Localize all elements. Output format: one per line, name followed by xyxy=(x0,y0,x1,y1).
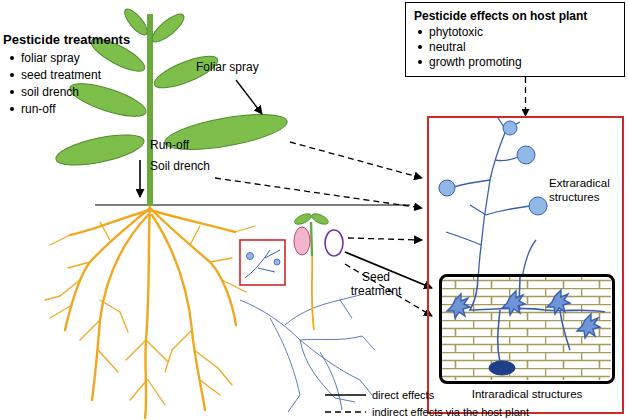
bullet-dot xyxy=(418,45,422,49)
legend-dashed xyxy=(325,411,366,412)
text-label: Foliar spray xyxy=(196,60,259,74)
legend-text: indirect effects via the host plant xyxy=(372,406,529,418)
region-label: Extraradical structures xyxy=(549,176,623,204)
legend-solid xyxy=(325,394,366,395)
bullet-dot xyxy=(418,60,422,64)
magnified-window: Extraradical structuresIntraradical stru… xyxy=(427,116,624,414)
text-label: Seed treatment xyxy=(345,270,407,298)
region-label: Intraradical structures xyxy=(442,387,612,401)
bullet-dot xyxy=(10,90,14,94)
label-text: seed treatment xyxy=(21,68,101,82)
label-text: Foliar spray xyxy=(196,60,259,74)
legend-text: direct effects xyxy=(372,389,434,401)
bullet-item: foliar spray xyxy=(10,51,80,65)
text-label: Run-off xyxy=(150,138,189,152)
bullet-item: seed treatment xyxy=(10,68,101,82)
box-heading: Pesticide effects on host plant xyxy=(414,9,616,24)
text-label: Soil drench xyxy=(150,159,210,173)
dashed-arrow xyxy=(525,77,526,116)
node-text: phytotoxic xyxy=(429,25,483,39)
text-label: Pesticide treatments xyxy=(3,32,130,48)
legend-item: indirect effects via the host plant xyxy=(372,405,529,419)
bullet-dot xyxy=(10,73,14,77)
bullet-dot xyxy=(10,56,14,60)
node-text: Pesticide effects on host plant xyxy=(414,9,587,23)
bullet-item: soil drench xyxy=(10,85,79,99)
label-text: Run-off xyxy=(150,138,189,152)
label-text: Soil drench xyxy=(150,159,210,173)
effects-box: Pesticide effects on host plant phytotoxi… xyxy=(405,2,625,77)
label-text: Pesticide treatments xyxy=(3,32,130,47)
node-text: growth promoting xyxy=(429,55,522,69)
bullet-dot xyxy=(10,107,14,111)
bullet-item: growth promoting xyxy=(414,55,616,70)
legend-item: direct effects xyxy=(372,388,434,402)
bullet-item: neutral xyxy=(414,40,616,55)
label-text: soil drench xyxy=(21,85,79,99)
label-text: Seed treatment xyxy=(351,270,402,298)
root-section: Intraradical structures xyxy=(439,274,615,384)
bullet-dot xyxy=(418,30,422,34)
node-text: neutral xyxy=(429,40,466,54)
bullet-item: run-off xyxy=(10,102,55,116)
bullet-item: phytotoxic xyxy=(414,25,616,40)
label-text: foliar spray xyxy=(21,51,80,65)
label-text: run-off xyxy=(21,102,55,116)
